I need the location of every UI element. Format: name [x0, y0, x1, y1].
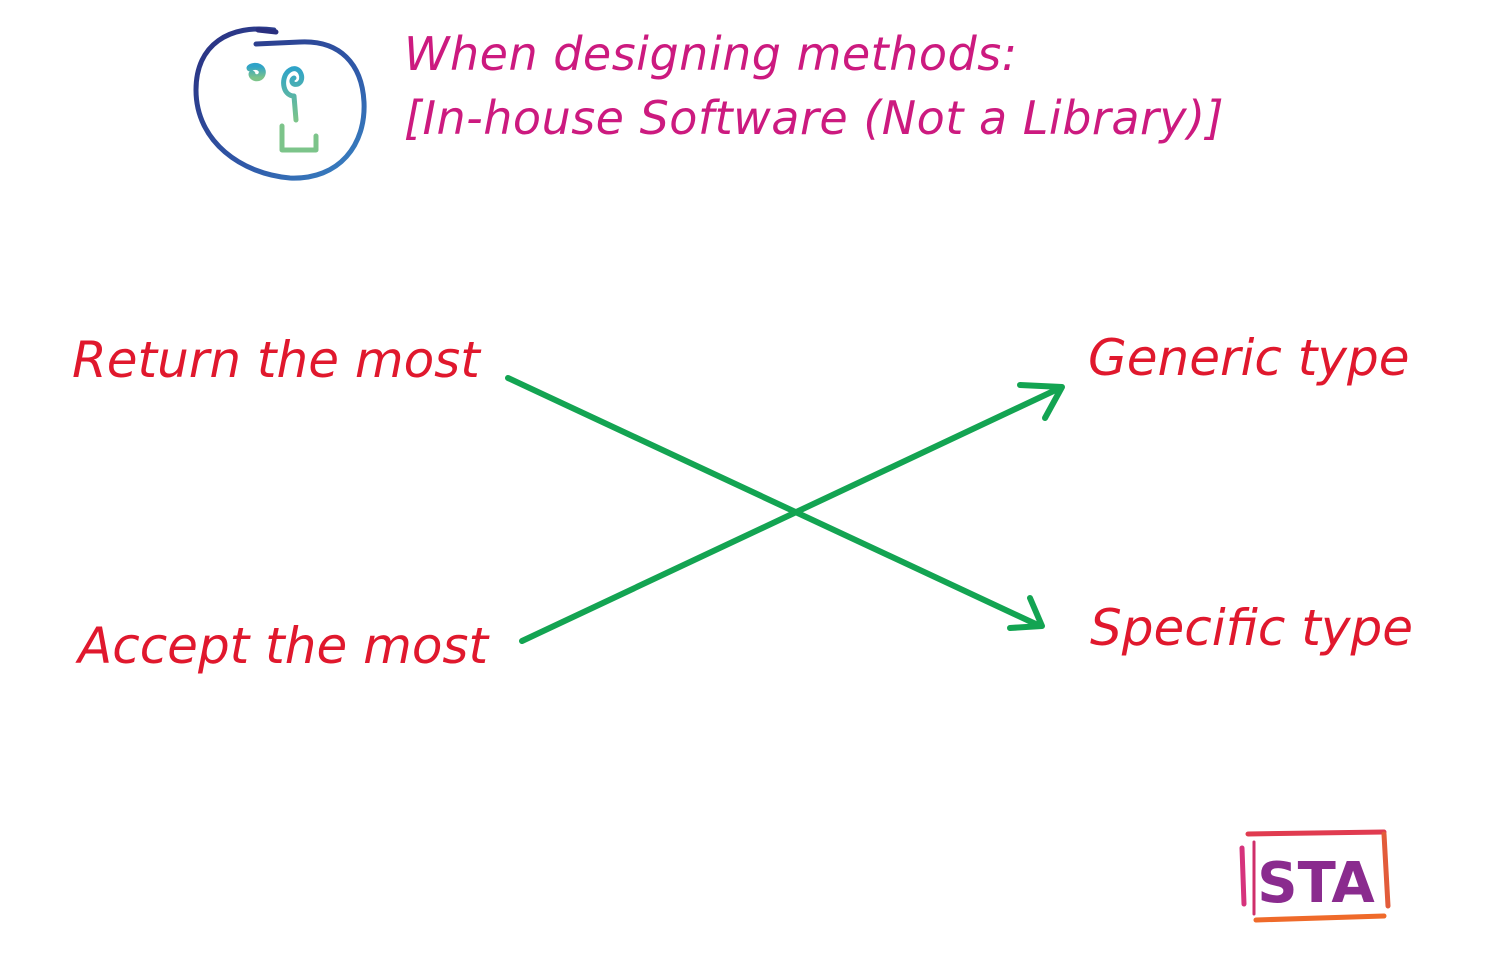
arrowhead-generic — [1017, 382, 1065, 421]
arrowhead-specific — [1007, 595, 1045, 631]
face-logo-icon — [193, 26, 367, 181]
arrow-return-to-specific — [505, 375, 1043, 629]
logo-eye — [246, 62, 266, 82]
arrow-accept-to-generic — [519, 385, 1063, 644]
logo-nose — [281, 66, 305, 123]
logo-mouth — [279, 123, 319, 153]
logo-ring — [193, 26, 367, 181]
sta-badge-icon: STA — [1239, 829, 1391, 923]
heading-line-2: [In-house Software (Not a Library)] — [404, 91, 1225, 145]
badge-frame-right — [1381, 831, 1391, 909]
label-specific-type: Specific type — [1090, 599, 1413, 657]
heading-line-1: When designing methods: — [404, 27, 1018, 81]
badge-frame-left — [1239, 845, 1247, 907]
badge-text: STA — [1257, 851, 1375, 916]
diagram-heading: When designing methods: [In-house Softwa… — [404, 22, 1224, 150]
label-return-most: Return the most — [72, 331, 480, 389]
badge-frame-bottom — [1253, 913, 1387, 923]
logo-top-stroke — [255, 27, 279, 35]
label-generic-type: Generic type — [1088, 329, 1410, 387]
label-accept-most: Accept the most — [78, 617, 489, 675]
badge-frame-top — [1245, 829, 1387, 837]
